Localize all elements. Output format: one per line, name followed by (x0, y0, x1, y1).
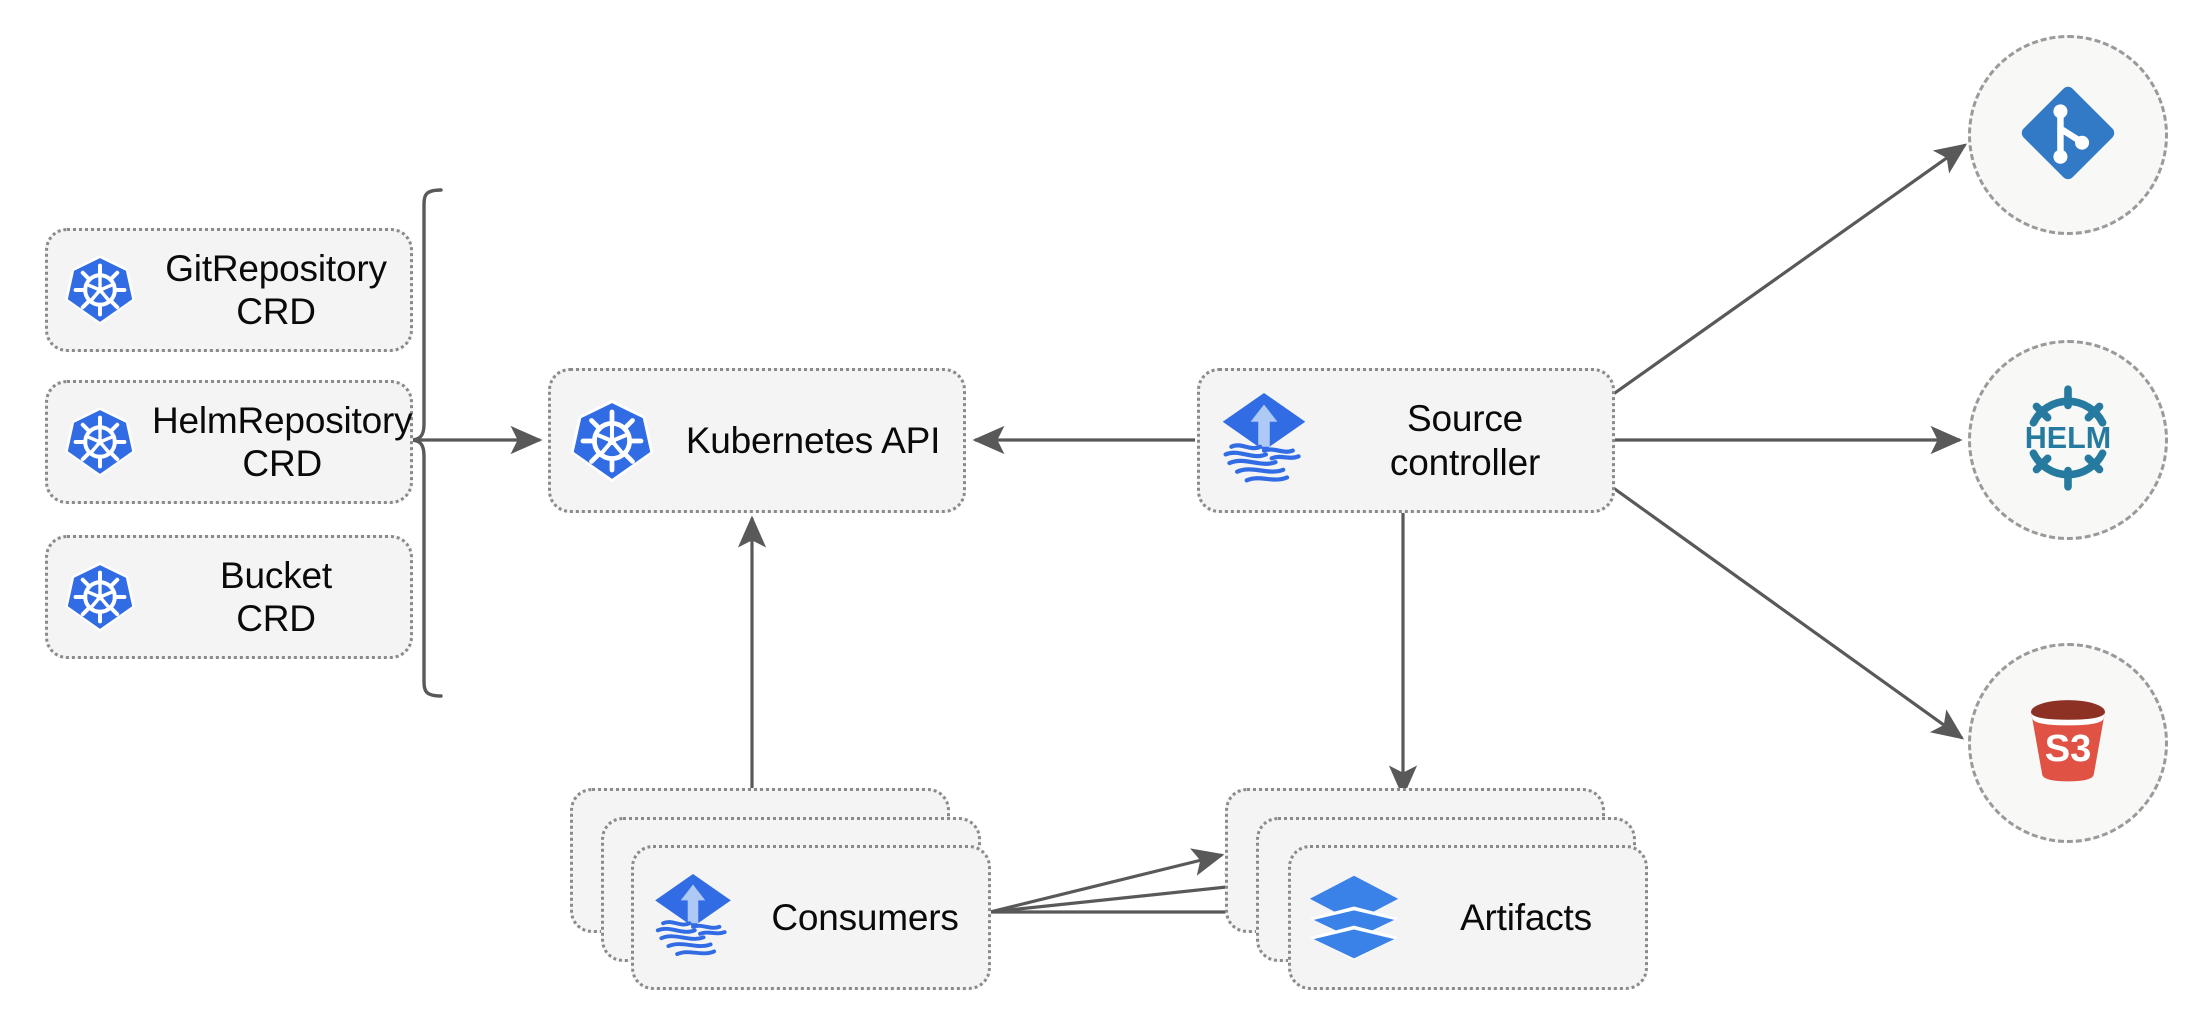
crd-label-bucket: Bucket CRD (220, 554, 332, 639)
edge-source-controller-to-git (1611, 143, 1968, 397)
kubernetes-icon (48, 560, 152, 634)
crd-label-helmrepository: HelmRepository CRD (152, 399, 413, 484)
edge-source-controller-to-s3 (1611, 485, 1965, 740)
s3-bucket-icon: S3 (2012, 685, 2124, 802)
kubernetes-icon (48, 405, 152, 479)
crd-box-gitrepository[interactable]: GitRepository CRD (45, 228, 413, 352)
node-label-kubernetes-api: Kubernetes API (685, 419, 941, 461)
edge-consumers-to-artifacts-mid (989, 873, 1258, 914)
node-label-source-controller: Source controller (1389, 398, 1541, 483)
node-consumers[interactable]: Consumers (631, 845, 991, 990)
source-circle-helm[interactable]: HELM (1968, 340, 2168, 540)
node-artifacts[interactable]: Artifacts (1288, 845, 1648, 990)
node-source-controller[interactable]: Source controller (1197, 368, 1615, 513)
kubernetes-icon (551, 397, 673, 485)
crd-box-bucket[interactable]: Bucket CRD (45, 535, 413, 659)
git-icon (2014, 79, 2122, 192)
crd-label-gitrepository: GitRepository CRD (165, 247, 387, 332)
s3-wordmark: S3 (2045, 728, 2092, 770)
kubernetes-icon (48, 253, 152, 327)
layers-icon (1291, 870, 1417, 966)
node-label-artifacts: Artifacts (1460, 896, 1592, 938)
source-circle-s3[interactable]: S3 (1968, 643, 2168, 843)
helm-icon: HELM (2007, 377, 2129, 504)
node-label-consumers: Consumers (771, 896, 959, 938)
helm-wordmark: HELM (2025, 421, 2111, 455)
edge-consumers-to-artifacts-back (989, 848, 1225, 914)
source-circle-git[interactable] (1968, 35, 2168, 235)
flux-icon (1200, 391, 1328, 491)
node-kubernetes-api[interactable]: Kubernetes API (548, 368, 966, 513)
flux-icon (634, 872, 752, 964)
crd-box-helmrepository[interactable]: HelmRepository CRD (45, 380, 413, 504)
